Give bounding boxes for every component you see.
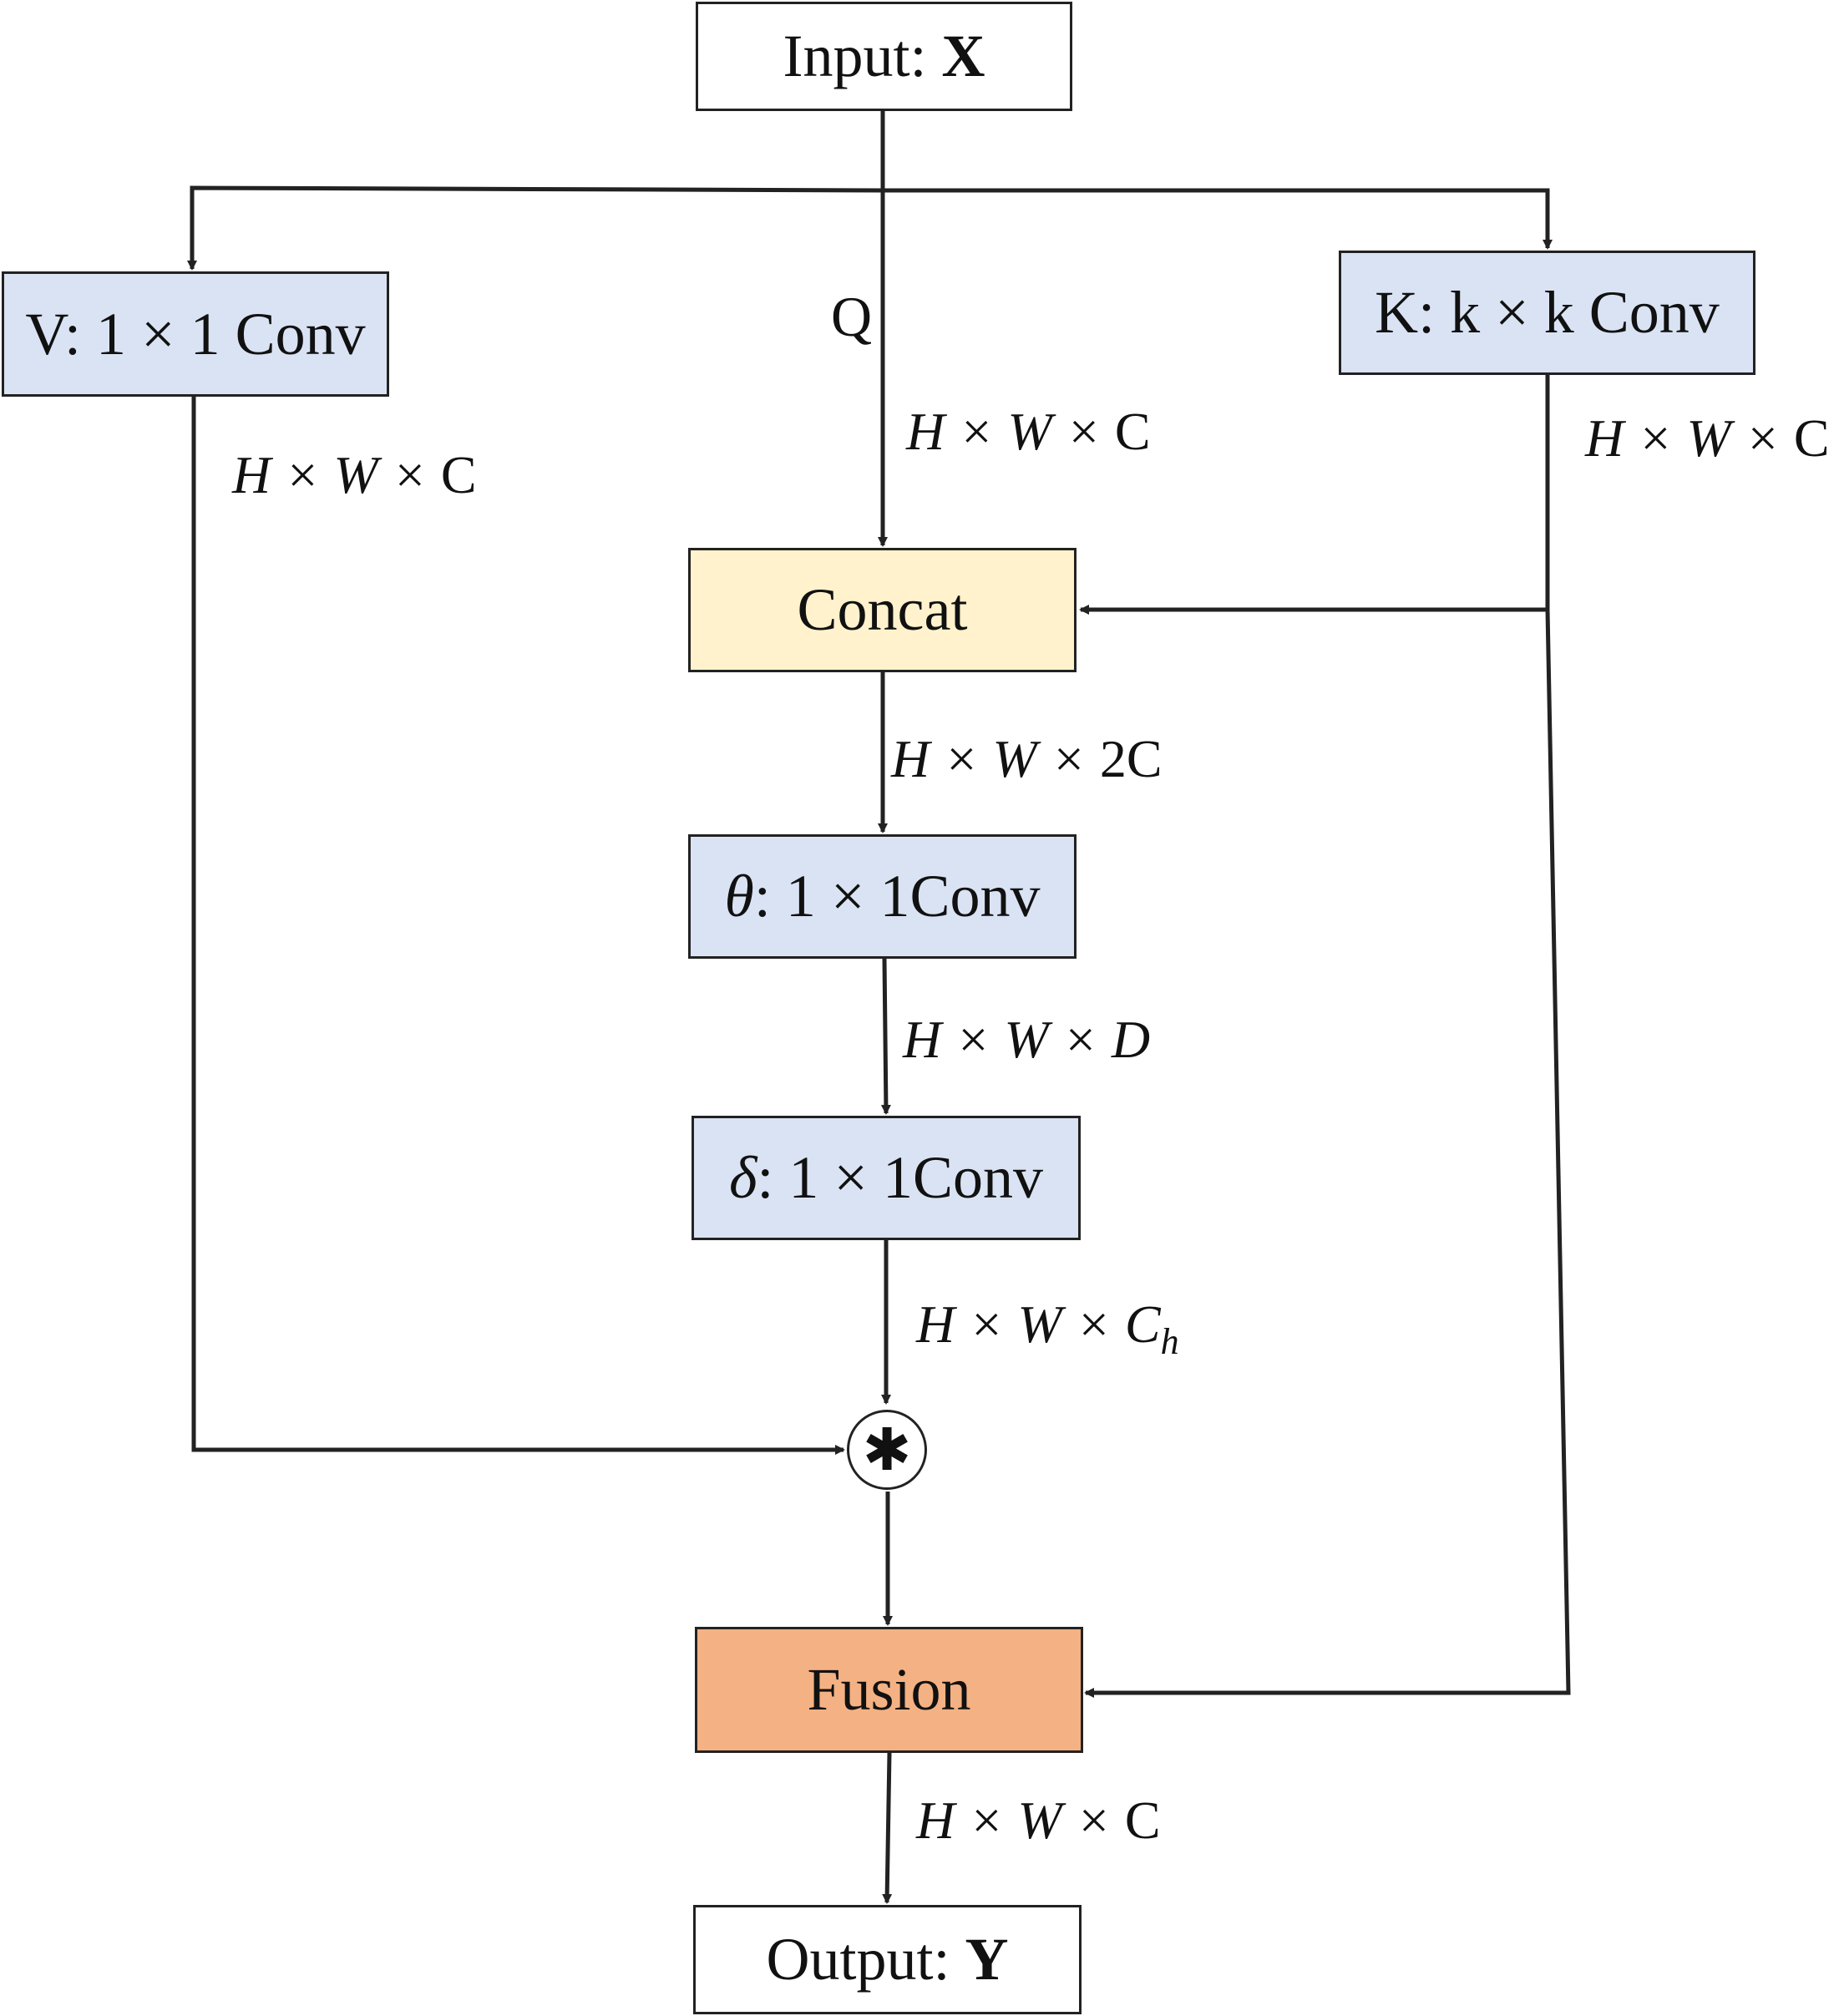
delta-dimension-label: H × W × Ch [916, 1294, 1179, 1362]
fusion-to-output-arrow [882, 1752, 893, 1904]
v-conv-label: V: 1 × 1 Conv [25, 300, 366, 367]
output-prefix: Output: [766, 1926, 965, 1993]
v-conv-node: V: 1 × 1 Conv [2, 271, 389, 397]
v-to-operator-arrow [191, 397, 845, 1455]
theta-conv-label: : 1 × 1Conv [753, 863, 1041, 929]
output-variable: Y [965, 1926, 1009, 1993]
delta-conv-node: δ : 1 × 1Conv [692, 1116, 1081, 1240]
k-conv-label: K: k × k Conv [1375, 279, 1720, 346]
delta-conv-label: : 1 × 1Conv [757, 1144, 1044, 1211]
q-label: Q [831, 285, 873, 348]
fusion-node: Fusion [695, 1627, 1083, 1753]
theta-conv-node: θ : 1 × 1Conv [688, 834, 1077, 959]
concat-node: Concat [688, 548, 1077, 672]
input-node: Input: X [696, 2, 1072, 111]
k-to-fusion-arrow [1084, 609, 1571, 1698]
input-prefix: Input: [783, 23, 942, 89]
operator-symbol: ✱ [862, 1416, 912, 1484]
theta-to-delta-arrow [880, 958, 891, 1115]
concat-dimension-label: H × W × 2C [891, 729, 1163, 788]
k-conv-node: K: k × k Conv [1339, 251, 1755, 375]
convolution-operator-icon: ✱ [847, 1410, 927, 1490]
split-to-v-arrow [187, 185, 884, 271]
v-dimension-label: H × W × C [232, 445, 477, 504]
k-dimension-label: H × W × C [1585, 408, 1830, 468]
split-to-k-arrow [883, 188, 1553, 250]
input-variable: X [941, 23, 985, 89]
concat-label: Concat [797, 576, 968, 643]
k-to-concat-arrow [1079, 375, 1550, 615]
delta-symbol: δ [728, 1144, 757, 1211]
output-node: Output: Y [693, 1905, 1082, 2014]
theta-dimension-label: H × W × D [903, 1010, 1151, 1069]
q-dimension-label: H × W × C [906, 402, 1151, 461]
fusion-dimension-label: H × W × C [916, 1791, 1161, 1850]
theta-symbol: θ [724, 863, 754, 929]
fusion-label: Fusion [807, 1656, 971, 1723]
